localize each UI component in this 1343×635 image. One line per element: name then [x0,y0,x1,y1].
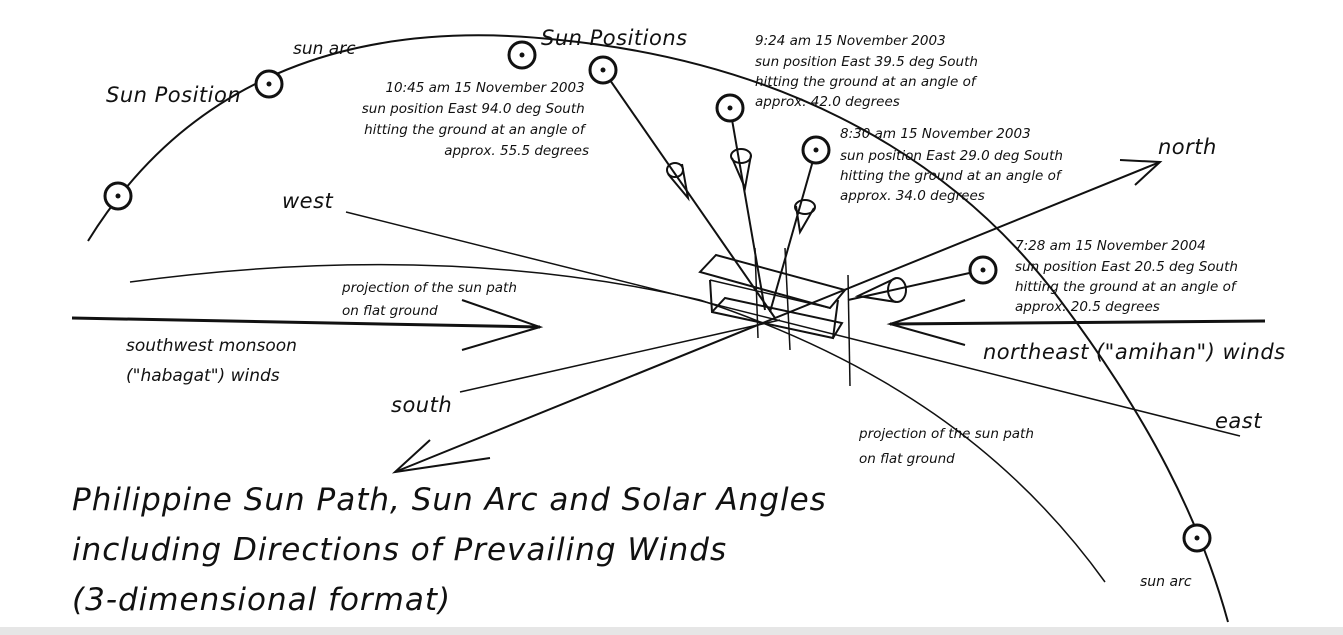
sun-marker [103,181,133,211]
west-east-axis [345,211,1241,437]
sun-marker [588,55,618,85]
sun-ray-0830 [769,149,817,313]
north-south-axis [394,161,1161,473]
south-label: south [391,393,452,417]
diagram-title: Philippine Sun Path, Sun Arc and Solar A… [72,482,838,618]
window-bottom-bar [0,627,1343,635]
sun-marker [507,40,537,70]
sun-marker [1182,523,1212,553]
northeast-wind-line [889,319,1266,326]
projection-curve-upper [129,263,701,301]
building [698,235,851,387]
sun-marker [254,69,284,99]
north-label: north [1158,135,1217,159]
sun-arc-label-top: sun arc [293,39,356,59]
sun-ray-1045 [602,69,776,319]
annotation-0728: 7:28 am 15 November 2004 sun position Ea… [1015,238,1242,315]
southwest-wind-line [71,316,541,329]
south-arrowhead [391,439,491,474]
southwest-monsoon-label: southwest monsoon ("habagat") winds [126,336,302,386]
annotation-1045: 10:45 am 15 November 2003 sun position E… [362,80,589,159]
sun-positions-label: Sun Positions [541,26,688,50]
sun-marker [715,93,745,123]
sun-arc-label-bottom: sun arc [1140,574,1192,590]
sun-ray-0728 [847,269,984,301]
projection-curve-lower [699,299,1106,583]
annotation-0924: 9:24 am 15 November 2003 sun position Ea… [755,33,982,110]
sun-ray-0924 [729,107,766,311]
annotation-0830: 8:30 am 15 November 2003 sun position Ea… [840,126,1067,204]
sun-ray-cones [666,148,907,303]
east-label: east [1215,409,1262,433]
south-axis-line [459,319,781,393]
projection-label-lower: projection of the sun path on flat groun… [858,426,1038,467]
southwest-wind-arrowhead [461,299,544,351]
northeast-wind-arrowhead [886,299,966,346]
projection-label-upper: projection of the sun path on flat groun… [341,280,521,319]
sun-marker [968,255,998,285]
north-arrowhead [1119,159,1163,186]
northeast-winds-label: northeast ("amihan") winds [983,340,1286,364]
west-label: west [282,189,334,213]
sun-marker [801,135,831,165]
sun-arc [87,34,1229,623]
sun-position-label: Sun Position [106,83,241,107]
